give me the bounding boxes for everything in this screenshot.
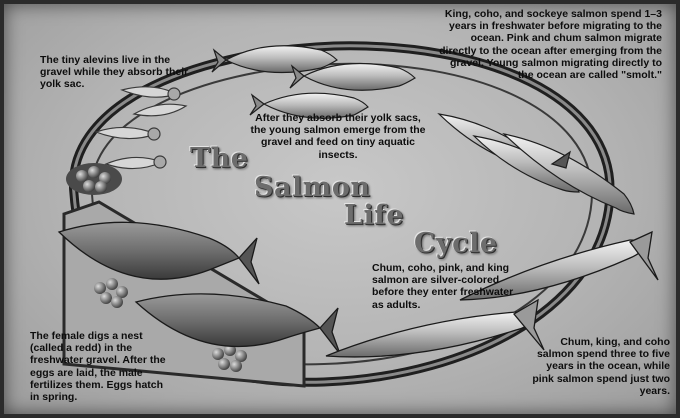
title-word-life: Life bbox=[344, 200, 404, 231]
title-word-the: The bbox=[190, 143, 248, 174]
egg-cluster-top bbox=[66, 163, 122, 195]
caption-silver-colored: Chum, coho, pink, and king salmon are si… bbox=[372, 262, 514, 311]
young-salmon-fry bbox=[212, 46, 415, 118]
caption-alevins: The tiny alevins live in the gravel whil… bbox=[40, 54, 190, 91]
caption-redd: The female digs a nest (called a redd) i… bbox=[30, 330, 172, 403]
title-word-cycle: Cycle bbox=[414, 228, 498, 259]
title-word-salmon: Salmon bbox=[254, 172, 370, 203]
alevins bbox=[96, 87, 186, 169]
caption-freshwater-years: King, coho, and sockeye salmon spend 1–3… bbox=[436, 8, 662, 81]
diagram-panel: The Salmon Life Cycle The tiny alevins l… bbox=[4, 4, 676, 414]
caption-fry: After they absorb their yolk sacs, the y… bbox=[250, 112, 426, 161]
caption-ocean-years: Chum, king, and coho salmon spend three … bbox=[524, 336, 670, 397]
